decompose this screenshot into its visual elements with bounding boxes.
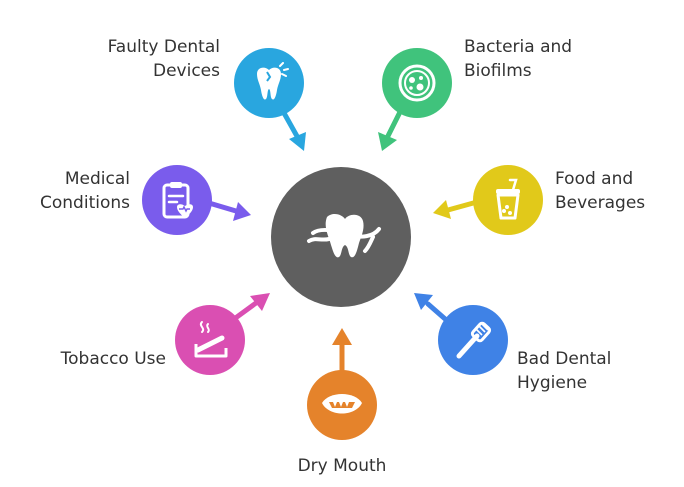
tooth-with-dry-mouth-icon [307, 213, 381, 258]
broken-tooth-icon [257, 62, 289, 100]
arrow-medical-conditions [206, 200, 251, 221]
clipboard-heart-icon [162, 182, 193, 219]
label-bacteria-and-biofilms: Bacteria and Biofilms [464, 37, 573, 81]
node-food-and-beverages [473, 165, 543, 235]
arrow-bacteria-and-biofilms [378, 109, 403, 151]
label-bad-dental-hygiene: Bad Dental Hygiene [517, 349, 612, 393]
center-node [271, 167, 411, 307]
arrow-dry-mouth [332, 328, 352, 373]
node-bad-dental-hygiene [438, 305, 508, 375]
node-medical-conditions [142, 165, 212, 235]
petri-dish-icon [398, 64, 436, 102]
node-faulty-dental-devices [234, 48, 304, 118]
label-medical-conditions: Medical Conditions [40, 169, 130, 213]
node-dry-mouth [307, 370, 377, 440]
drink-cup-icon [496, 178, 520, 220]
label-dry-mouth: Dry Mouth [297, 456, 387, 476]
label-faulty-dental-devices: Faulty Dental Devices [107, 37, 220, 81]
label-food-and-beverages: Food and Beverages [555, 169, 646, 213]
node-tobacco-use [175, 305, 245, 375]
label-tobacco-use: Tobacco Use [60, 349, 166, 369]
arrow-food-and-beverages [433, 199, 480, 219]
node-bacteria-and-biofilms [382, 48, 452, 118]
cigarette-icon [194, 321, 228, 358]
arrow-faulty-dental-devices [281, 110, 306, 151]
toothbrush-icon [456, 321, 492, 359]
open-mouth-icon [322, 394, 362, 414]
